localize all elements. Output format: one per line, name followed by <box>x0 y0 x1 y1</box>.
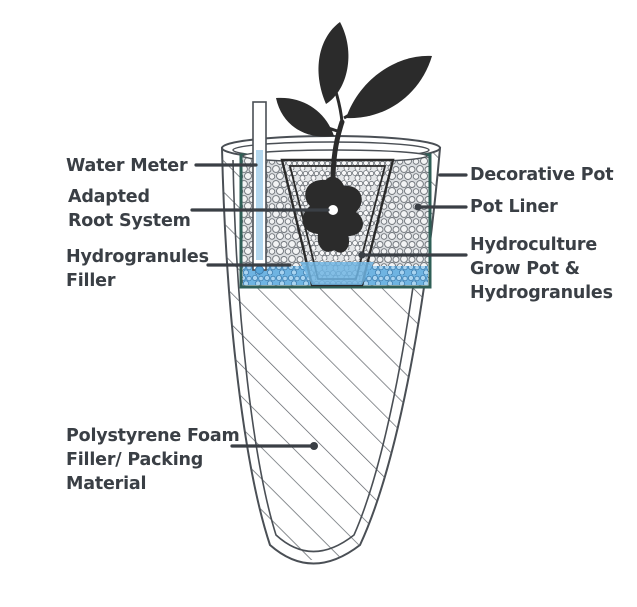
leaf-left <box>276 97 334 137</box>
label-polystyrene-foam: Polystyrene Foam Filler/ Packing Materia… <box>66 426 240 494</box>
label-pot-liner: Pot Liner <box>470 197 558 217</box>
plant <box>276 22 432 183</box>
label-water-meter: Water Meter <box>66 156 188 176</box>
water-meter <box>252 101 267 275</box>
dot-pot-liner <box>414 203 422 211</box>
label-hydrogranules-filler: Hydrogranules Filler <box>66 247 209 291</box>
label-decorative-pot: Decorative Pot <box>470 165 614 185</box>
leader-dots <box>310 203 422 450</box>
leaf-right <box>346 55 432 119</box>
leaf-top <box>318 22 349 104</box>
label-grow-pot: Hydroculture Grow Pot & Hydrogranules <box>470 235 613 303</box>
label-adapted-root-system: Adapted Root System <box>68 187 191 231</box>
root-system <box>302 176 363 253</box>
dot-grow-pot <box>358 251 366 259</box>
dot-polystyrene <box>310 442 318 450</box>
leader-lines <box>190 163 468 448</box>
